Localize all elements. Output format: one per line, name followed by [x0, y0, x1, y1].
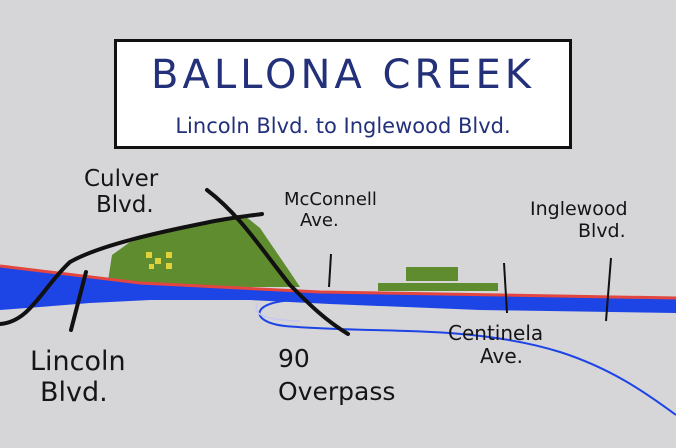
route-90-overpass-label: 90 Overpass — [278, 344, 396, 407]
mcconnell-ave-label-line1: McConnell — [284, 189, 377, 210]
mcconnell-ave-road — [328, 253, 332, 288]
centinela-ave-label-line2: Ave. — [480, 344, 524, 368]
map-title-box: BALLONA CREEK Lincoln Blvd. to Inglewood… — [114, 39, 572, 149]
park-area-center-strip — [378, 283, 498, 291]
culver-blvd-label: Culver Blvd. — [84, 166, 158, 219]
lincoln-blvd-label-line2: Blvd. — [40, 377, 108, 409]
lincoln-blvd-label-line1: Lincoln — [30, 346, 126, 377]
mcconnell-ave-label: McConnell Ave. — [284, 189, 377, 231]
park-yellow-markers — [146, 252, 172, 269]
route-90-overpass-label-line1: 90 — [278, 344, 310, 373]
lincoln-blvd-road — [69, 270, 88, 332]
inglewood-blvd-label: Inglewood Blvd. — [530, 198, 628, 243]
creek-channel — [0, 266, 676, 313]
culver-blvd-label-line1: Culver — [84, 166, 159, 192]
bike-path — [0, 264, 676, 300]
map-title: BALLONA CREEK — [151, 52, 535, 98]
park-area-west — [108, 216, 300, 287]
route-90-overpass-road — [205, 188, 350, 336]
centinela-ave-label: Centinela Ave. — [448, 322, 543, 368]
creek-outflow-branch — [258, 299, 676, 416]
inglewood-blvd-label-line1: Inglewood — [530, 198, 628, 220]
park-area-center-top — [406, 267, 458, 281]
culver-blvd-road — [0, 212, 264, 326]
centinela-ave-label-line1: Centinela — [448, 321, 544, 345]
centinela-ave-road — [503, 262, 508, 314]
culver-blvd-label-line2: Blvd. — [96, 192, 154, 219]
creek-bank-highlight — [255, 302, 301, 322]
inglewood-blvd-road — [605, 257, 612, 322]
map-subtitle: Lincoln Blvd. to Inglewood Blvd. — [175, 114, 511, 138]
lincoln-blvd-label: Lincoln Blvd. — [30, 346, 126, 408]
route-90-overpass-label-line2: Overpass — [278, 376, 396, 406]
mcconnell-ave-label-line2: Ave. — [300, 209, 339, 231]
inglewood-blvd-label-line2: Blvd. — [578, 219, 626, 242]
